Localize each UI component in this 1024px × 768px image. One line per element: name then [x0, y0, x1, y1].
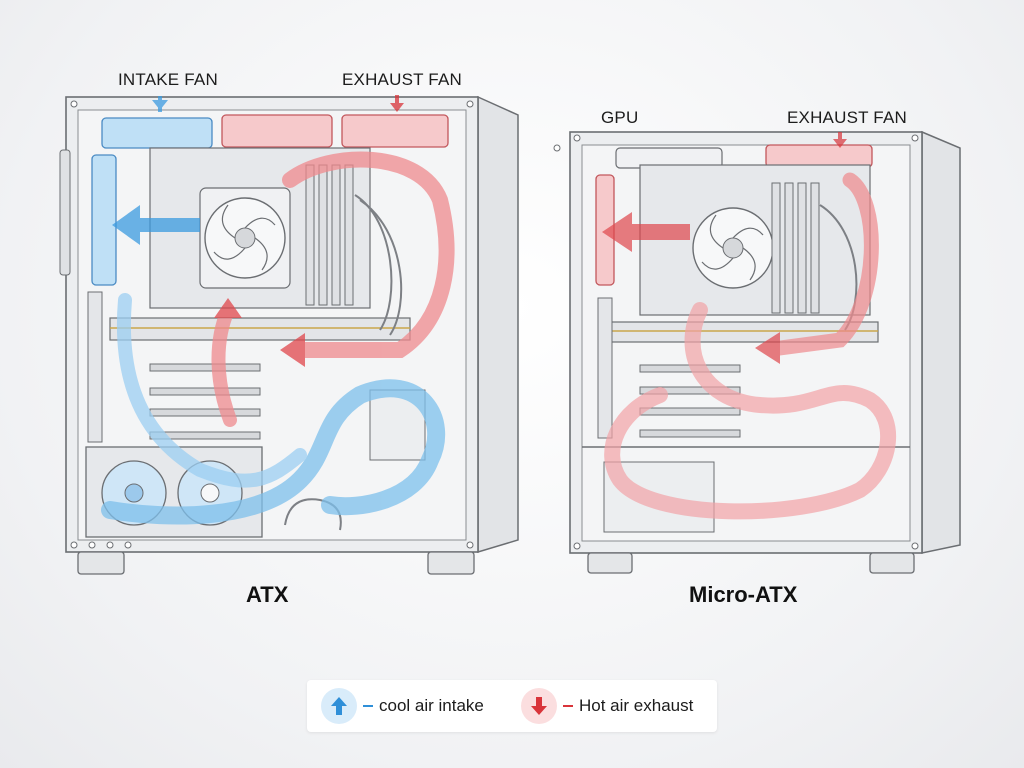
atx-hot-airflow: [152, 95, 455, 427]
legend: cool air intake Hot air exhaust: [307, 680, 717, 732]
atx-intake-fan-label: INTAKE FAN: [118, 70, 218, 89]
legend-exhaust-label: Hot air exhaust: [579, 696, 694, 715]
matx-title: Micro-ATX: [689, 582, 798, 607]
atx-case: [59, 95, 519, 575]
atx-title: ATX: [246, 582, 289, 607]
legend-intake-label: cool air intake: [379, 696, 484, 715]
legend-item-intake: cool air intake: [321, 688, 484, 724]
arrow-up-icon: [321, 688, 357, 724]
matx-gpu-label: GPU: [601, 108, 639, 127]
matx-hot-airflow: [602, 132, 897, 520]
legend-exhaust-dash: [563, 705, 573, 707]
legend-intake-dash: [363, 705, 373, 707]
arrow-down-icon: [521, 688, 557, 724]
atx-exhaust-fan-label: EXHAUST FAN: [342, 70, 462, 89]
legend-item-exhaust: Hot air exhaust: [521, 688, 693, 724]
matx-case: [553, 130, 961, 574]
atx-cool-airflow: [101, 205, 446, 525]
matx-exhaust-fan-label: EXHAUST FAN: [787, 108, 907, 127]
